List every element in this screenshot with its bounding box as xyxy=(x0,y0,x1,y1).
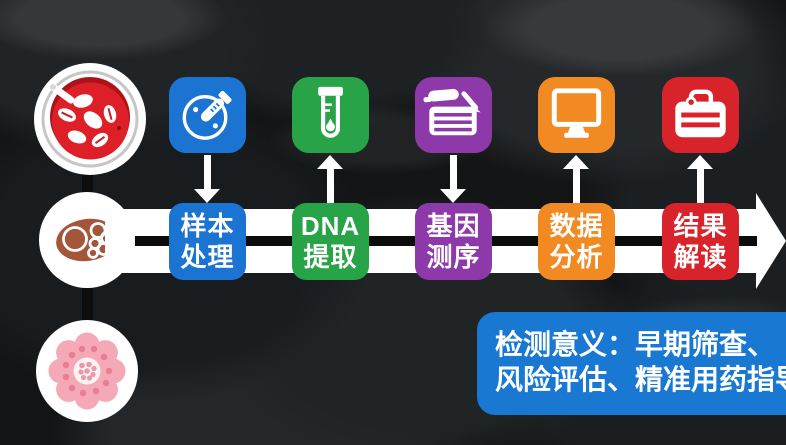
step-sample-processing: 样本 处理 xyxy=(169,0,246,290)
step-label-line1: 样本 xyxy=(180,210,235,241)
sequencer-document-icon xyxy=(415,77,492,153)
test-tube-icon xyxy=(292,77,369,153)
step-label-line1: DNA xyxy=(300,210,361,241)
step-label-line1: 基因 xyxy=(426,210,481,241)
step-label-line1: 结果 xyxy=(673,210,728,241)
step-label-line2: 提取 xyxy=(303,241,358,272)
arrow-down-icon xyxy=(194,155,221,203)
note-line2: 风险评估、精准用药指导 xyxy=(495,364,786,395)
cell-icon xyxy=(36,320,138,422)
petri-dish-icon xyxy=(34,63,146,175)
flow-arrowhead-icon xyxy=(756,193,786,289)
step-dna-extraction: DNA 提取 xyxy=(292,0,369,290)
step-label: 数据 分析 xyxy=(538,203,615,280)
toolbox-icon xyxy=(662,77,739,153)
step-data-analysis: 数据 分析 xyxy=(538,0,615,290)
step-label-line2: 分析 xyxy=(549,241,604,272)
step-label-line2: 测序 xyxy=(426,241,481,272)
arrow-up-icon xyxy=(317,155,344,203)
computer-monitor-icon xyxy=(538,77,615,153)
step-label: 基因 测序 xyxy=(415,203,492,280)
step-label-line1: 数据 xyxy=(549,210,604,241)
petri-dish-tube-icon xyxy=(169,77,246,153)
step-label: DNA 提取 xyxy=(292,203,369,280)
note-line1: 检测意义：早期筛查、 xyxy=(495,329,776,360)
petri-dish-sample-icon xyxy=(33,62,147,176)
arrow-up-icon xyxy=(563,155,590,203)
cell-sample-icon xyxy=(36,320,138,422)
step-gene-sequencing: 基因 测序 xyxy=(415,0,492,290)
arrow-down-icon xyxy=(440,155,467,203)
step-result-interpretation: 结果 解读 xyxy=(662,0,739,290)
step-label-line2: 解读 xyxy=(673,241,728,272)
step-label-line2: 处理 xyxy=(180,241,235,272)
arrow-up-icon xyxy=(687,155,714,203)
testing-significance-note: 检测意义：早期筛查、 风险评估、精准用药指导 xyxy=(477,312,786,415)
step-label: 结果 解读 xyxy=(662,203,739,280)
step-label: 样本 处理 xyxy=(169,203,246,280)
